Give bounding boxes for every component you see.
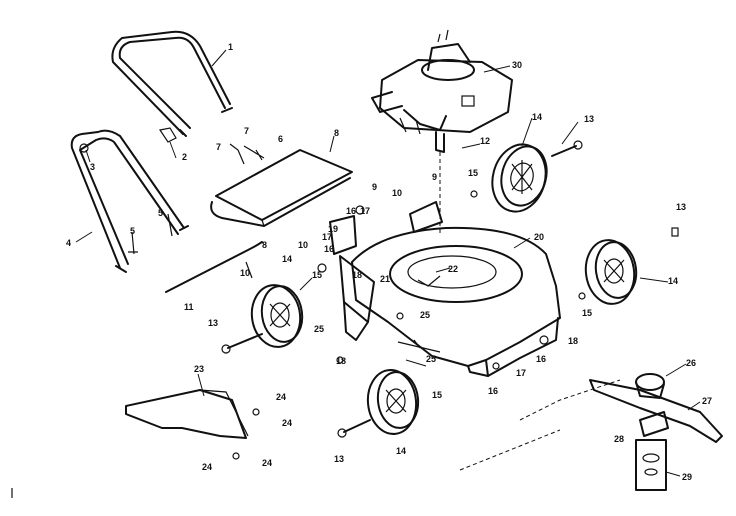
callout-29: 29 xyxy=(682,472,692,482)
callout-18b: 18 xyxy=(336,356,346,366)
lower-handle xyxy=(70,129,189,273)
callout-17c: 17 xyxy=(516,368,526,378)
callout-labels: 1 2 3 4 5 5 6 7 7 8 8 9 9 10 10 10 11 12… xyxy=(66,42,712,482)
callout-25b: 25 xyxy=(314,324,324,334)
callout-24b: 24 xyxy=(282,418,292,428)
callout-25a: 25 xyxy=(420,310,430,320)
callout-25c: 25 xyxy=(426,354,436,364)
handle-hardware xyxy=(79,127,265,255)
wheel-front-right xyxy=(584,239,638,305)
callout-8b: 8 xyxy=(262,240,267,250)
callout-22: 22 xyxy=(448,264,458,274)
callout-7a: 7 xyxy=(244,126,249,136)
callout-5b: 5 xyxy=(158,208,163,218)
callout-24d: 24 xyxy=(262,458,272,468)
callout-4: 4 xyxy=(66,238,71,248)
callout-15b: 15 xyxy=(582,308,592,318)
rear-shield xyxy=(210,149,353,227)
mower-deck xyxy=(329,201,561,377)
callout-26: 26 xyxy=(686,358,696,368)
callout-20: 20 xyxy=(534,232,544,242)
callout-18c: 18 xyxy=(568,336,578,346)
callout-14a: 14 xyxy=(532,112,542,122)
callout-16a: 16 xyxy=(346,206,356,216)
callout-3: 3 xyxy=(90,162,95,172)
callout-10b: 10 xyxy=(298,240,308,250)
engine xyxy=(371,29,513,236)
callout-14d: 14 xyxy=(396,446,406,456)
callout-30: 30 xyxy=(512,60,522,70)
callout-2: 2 xyxy=(182,152,187,162)
callout-19: 19 xyxy=(328,224,338,234)
leader-lines xyxy=(75,49,701,477)
wheel-bolts xyxy=(221,140,679,438)
callout-21: 21 xyxy=(380,274,390,284)
throttle-cable xyxy=(165,241,263,293)
callout-16c: 16 xyxy=(488,386,498,396)
callout-17a: 17 xyxy=(322,232,332,242)
callout-27: 27 xyxy=(702,396,712,406)
callout-13a: 13 xyxy=(584,114,594,124)
wheel-rear-left xyxy=(250,284,304,348)
callout-12: 12 xyxy=(480,136,490,146)
callout-7b: 7 xyxy=(216,142,221,152)
callout-15a: 15 xyxy=(468,168,478,178)
callout-15c: 15 xyxy=(432,390,442,400)
callout-5a: 5 xyxy=(130,226,135,236)
callout-6: 6 xyxy=(278,134,283,144)
callout-24c: 24 xyxy=(202,462,212,472)
misc-hardware xyxy=(11,190,586,498)
wheel-front-left xyxy=(366,369,420,435)
callout-16d: 16 xyxy=(536,354,546,364)
callout-28: 28 xyxy=(614,434,624,444)
blade-assembly xyxy=(459,373,723,491)
callout-14c: 14 xyxy=(282,254,292,264)
callout-14b: 14 xyxy=(668,276,678,286)
callout-18a: 18 xyxy=(352,270,362,280)
callout-17b: 17 xyxy=(360,206,370,216)
callout-15d: 15 xyxy=(312,270,322,280)
callout-23: 23 xyxy=(194,364,204,374)
callout-16b: 16 xyxy=(324,244,334,254)
callout-10c: 10 xyxy=(240,268,250,278)
callout-13b: 13 xyxy=(676,202,686,212)
callout-13d: 13 xyxy=(334,454,344,464)
callout-9a: 9 xyxy=(372,182,377,192)
callout-13c: 13 xyxy=(208,318,218,328)
wheel-rear-right xyxy=(491,143,548,213)
rear-baffle xyxy=(125,389,249,439)
callout-24a: 24 xyxy=(276,392,286,402)
callout-1: 1 xyxy=(228,42,233,52)
upper-handle xyxy=(111,30,233,137)
callout-8a: 8 xyxy=(334,128,339,138)
callout-11: 11 xyxy=(184,302,194,312)
callout-10a: 10 xyxy=(392,188,402,198)
callout-9b: 9 xyxy=(432,172,437,182)
